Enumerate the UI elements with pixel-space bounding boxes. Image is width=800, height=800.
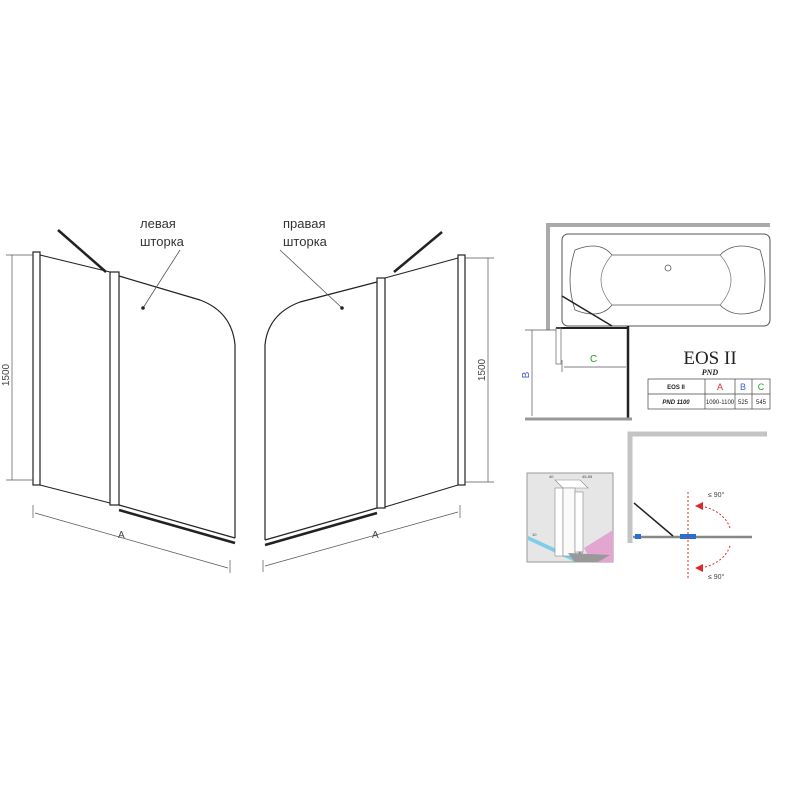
left-door-label: левая <box>140 216 176 231</box>
right-bottom-seal <box>264 511 378 547</box>
right-support-bar <box>393 231 443 273</box>
left-door-label-2: шторка <box>140 234 185 249</box>
right-wall-profile <box>457 254 466 486</box>
left-label-leader <box>142 249 181 309</box>
dim-c-label: C <box>590 354 597 365</box>
table-header-b: B <box>740 382 746 392</box>
right-fixed-panel <box>384 257 459 508</box>
right-label-leader <box>279 249 343 309</box>
wall-seal <box>635 534 641 539</box>
profile-dim-10: 10 <box>532 532 537 537</box>
left-width-dim: A <box>118 530 125 541</box>
swing-angle-top: ≤ 90° <box>708 491 725 499</box>
left-swing-panel <box>118 275 236 539</box>
product-subtitle: PND <box>702 368 719 377</box>
left-middle-profile <box>109 271 120 506</box>
profile-dim-45-55: 45-55 <box>582 474 593 479</box>
table-cell-c: 545 <box>756 400 767 406</box>
bathtub-plan <box>525 223 771 421</box>
left-fixed-panel <box>39 254 111 504</box>
table-header-c: C <box>758 382 765 392</box>
swing-diagram <box>627 431 767 578</box>
left-bottom-seal <box>118 508 236 545</box>
right-middle-profile <box>376 277 386 509</box>
table-header-a: A <box>717 382 723 392</box>
right-height-dim: 1500 <box>477 358 488 381</box>
table-header-model: EOS II <box>667 385 685 391</box>
left-height-dim: 1500 <box>1 363 12 386</box>
table-cell-b: 525 <box>738 400 749 406</box>
spec-table <box>647 378 771 410</box>
dim-b-label: B <box>521 371 532 378</box>
product-title: EOS II <box>683 348 736 369</box>
profile-dim-40: 40 <box>549 474 554 479</box>
swing-angle-bottom: ≤ 90° <box>708 573 725 581</box>
right-swing-panel <box>264 281 378 541</box>
left-support-bar <box>57 229 107 273</box>
swing-arrow-down <box>699 545 731 569</box>
left-door-drawing <box>6 229 236 573</box>
right-width-dim: A <box>372 530 379 541</box>
profile-dim-30: 30 <box>578 550 583 555</box>
left-wall-profile <box>32 251 41 486</box>
profile-detail <box>526 472 614 563</box>
table-cell-a: 1090-1100 <box>706 400 735 406</box>
right-door-label: правая <box>283 216 326 231</box>
table-cell-model: PND 1100 <box>662 400 690 406</box>
swing-arrow-up <box>699 505 731 529</box>
right-door-label-2: шторка <box>283 234 328 249</box>
right-door-drawing <box>262 231 494 572</box>
